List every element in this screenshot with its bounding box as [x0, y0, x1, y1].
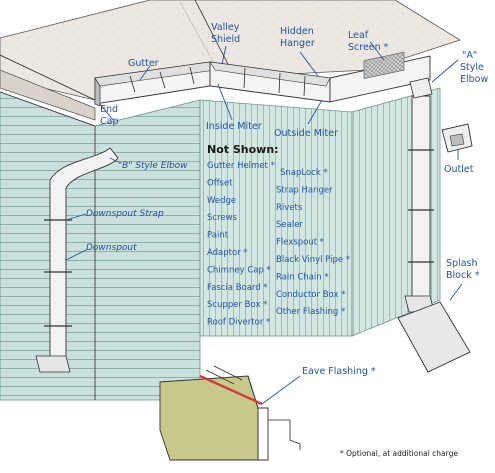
not-shown-item: Black Vinyl Pipe * — [276, 255, 350, 265]
downspout-label: Downspout — [86, 243, 137, 253]
not-shown-item: Rivets — [276, 203, 303, 213]
a-elbow-label-line3: Elbow — [460, 74, 488, 85]
not-shown-item: Gutter Helmet * — [207, 161, 275, 171]
a-elbow-label-line1: "A" — [462, 50, 477, 61]
end-cap-label-line2: Cap — [100, 116, 119, 127]
not-shown-item: Sealer — [276, 220, 303, 230]
hidden-hanger-label-line1: Hidden — [280, 26, 314, 37]
splash-block-label-line1: Splash — [446, 258, 478, 269]
not-shown-item: SnapLock * — [280, 168, 328, 178]
not-shown-item: Other Flashing * — [276, 307, 345, 317]
outlet-part — [442, 124, 472, 152]
valley-shield-label-line1: Valley — [211, 22, 240, 33]
not-shown-item: Fascia Board * — [207, 283, 268, 293]
a-elbow-label-line2: Style — [460, 62, 484, 73]
not-shown-item: Chimney Cap * — [207, 265, 271, 275]
inside-miter-label: Inside Miter — [206, 121, 262, 132]
not-shown-item: Wedge — [207, 196, 236, 206]
not-shown-item: Strap Hanger — [276, 185, 333, 195]
leaf-screen-label-line1: Leaf — [348, 30, 369, 41]
outside-miter-label: Outside Miter — [274, 128, 338, 139]
gutter-label: Gutter — [128, 58, 159, 69]
eave-flashing-label: Eave Flashing * — [302, 366, 376, 377]
not-shown-item: Offset — [207, 178, 233, 188]
outlet-label: Outlet — [444, 164, 474, 175]
not-shown-item: Scupper Box * — [207, 300, 267, 310]
a-style-elbow-part — [410, 78, 432, 98]
hidden-hanger-label-line2: Hanger — [280, 38, 315, 49]
not-shown-item: Paint — [207, 231, 229, 241]
leaf-screen-label-line2: Screen * — [348, 42, 389, 53]
footnote: * Optional, at additional charge — [340, 449, 458, 458]
not-shown-item: Conductor Box * — [276, 290, 345, 300]
not-shown-item: Screws — [207, 213, 238, 223]
end-cap-label-line1: End — [100, 104, 118, 115]
splash-block-label-line2: Block * — [446, 270, 480, 281]
not-shown-item: Flexspout * — [276, 238, 324, 248]
downspout-strap-label: Downspout Strap — [86, 209, 164, 219]
not-shown-item: Roof Divertor * — [207, 318, 270, 328]
not-shown-item: Adaptor * — [207, 248, 248, 258]
not-shown-item: Rain Chain * — [276, 272, 329, 282]
not-shown-title: Not Shown: — [207, 143, 279, 156]
b-elbow-label: "B" Style Elbow — [118, 161, 188, 171]
valley-shield-label-line2: Shield — [211, 34, 240, 45]
